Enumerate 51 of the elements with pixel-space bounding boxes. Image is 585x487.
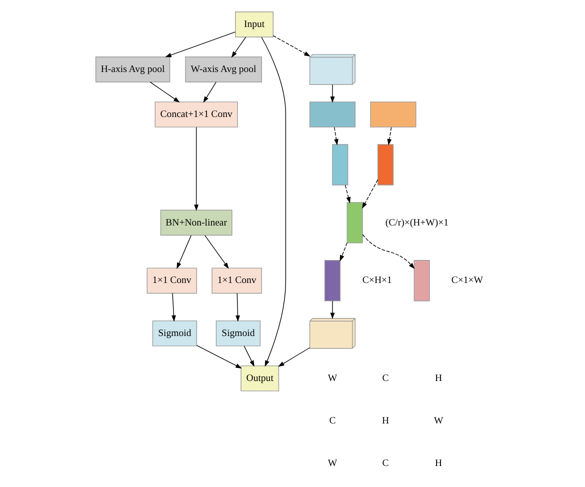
- node-label: C×1×W: [451, 274, 484, 286]
- node-box: Input: [235, 11, 274, 37]
- node-box: 1×1 Conv: [146, 267, 198, 294]
- node-bar: [378, 144, 394, 185]
- arrow: [340, 242, 348, 261]
- arrow: [244, 345, 254, 366]
- node-box: Output: [240, 364, 280, 391]
- arrow: [203, 81, 216, 102]
- arrow: [344, 184, 351, 203]
- arrow: [330, 300, 335, 319]
- node-box: Concat+1×1 Conv: [154, 101, 238, 127]
- arrow: [196, 344, 242, 368]
- node-box: BN+Non-linear: [160, 209, 232, 236]
- label: W: [328, 372, 338, 384]
- node-bar: [414, 260, 430, 301]
- arrow: [176, 234, 192, 268]
- arrow: [387, 126, 392, 145]
- node-box: H-axis Avg pool: [95, 56, 170, 82]
- node-grid: [370, 101, 416, 127]
- label: C: [329, 415, 336, 426]
- arrow: [330, 84, 335, 102]
- label: H: [435, 372, 442, 384]
- label: W: [328, 458, 338, 469]
- node-bar: [346, 202, 363, 243]
- label: C: [382, 372, 389, 384]
- arrow: [261, 36, 286, 366]
- node-box: 1×1 Conv: [212, 267, 262, 294]
- node-box: W-axis Avg pool: [185, 56, 262, 82]
- label: H: [435, 458, 442, 469]
- arrow: [150, 81, 180, 102]
- arrow: [231, 36, 246, 58]
- node-bar: [332, 144, 348, 185]
- arrow: [334, 126, 338, 145]
- label: W: [434, 415, 444, 426]
- node-box: Sigmoid: [216, 320, 261, 346]
- arrow: [204, 234, 229, 268]
- arrow: [236, 292, 240, 322]
- node-bar: [324, 260, 340, 301]
- arrow: [272, 34, 310, 56]
- label: H: [382, 415, 390, 426]
- label: C: [382, 458, 389, 469]
- node-grid: [309, 101, 356, 127]
- arrow: [278, 346, 310, 366]
- arrow: [362, 234, 415, 269]
- node-label: (C/r)×(H+W)×1: [385, 216, 449, 228]
- arrow: [362, 178, 378, 208]
- arrow: [194, 126, 199, 210]
- node-label: C×H×1: [362, 274, 392, 286]
- arrow: [172, 292, 176, 322]
- node-box: Sigmoid: [152, 320, 198, 346]
- arrow: [165, 31, 236, 57]
